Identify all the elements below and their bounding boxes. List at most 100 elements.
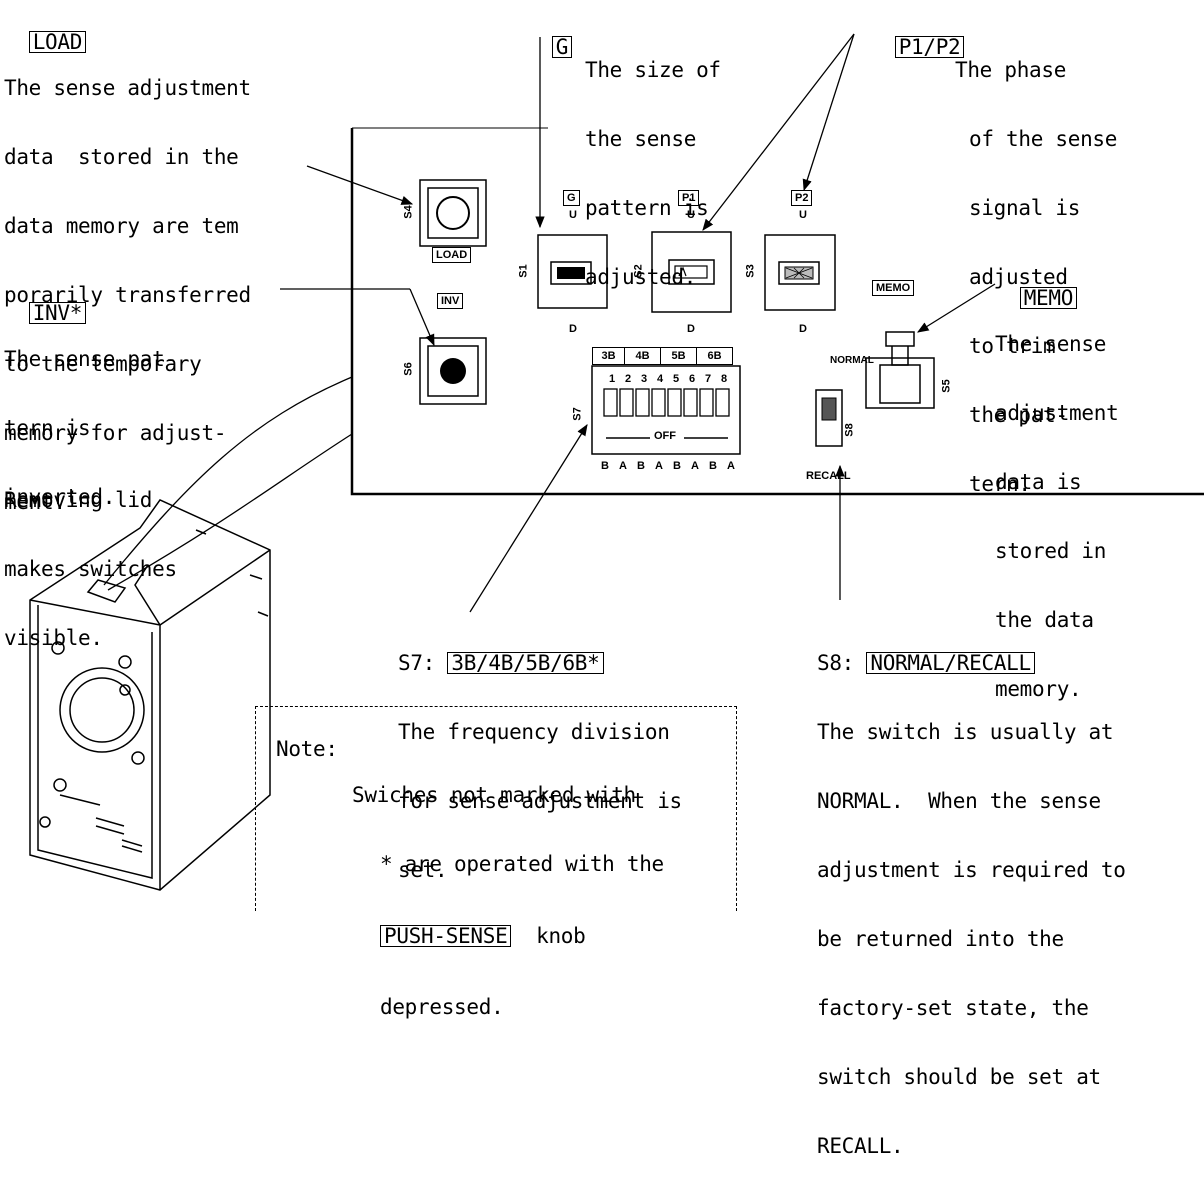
s8-heading: S8: NORMAL/RECALL xyxy=(817,652,1126,675)
callout-line: memory for adjust- xyxy=(4,421,227,445)
s7-prefix: S7: xyxy=(398,651,436,675)
callout-line: inverted. xyxy=(4,485,116,509)
normal-label: NORMAL xyxy=(830,355,874,366)
note-line: depressed. xyxy=(380,995,504,1019)
callout-line: pattern is xyxy=(585,196,709,220)
callout-line: factory-set state, the xyxy=(817,996,1089,1020)
recall-label: RECALL xyxy=(806,470,851,482)
s1-label: S1 xyxy=(517,264,530,278)
callout-line: makes switches xyxy=(4,557,177,581)
callout-line: set. xyxy=(398,858,448,882)
dip-ab-row: B A B A B A B A xyxy=(596,460,740,472)
dip-number: 6 xyxy=(688,373,696,385)
g-panel-tag: G xyxy=(563,190,580,206)
s7-heading: S7: 3B/4B/5B/6B* xyxy=(398,652,682,675)
dip-group-header: 3B 4B 5B 6B xyxy=(592,347,733,365)
callout-line: data stored in the xyxy=(4,145,239,169)
g-tag-wrap: G xyxy=(527,13,573,59)
callout-line: The size of xyxy=(585,58,721,82)
dip-ab-label: A xyxy=(727,460,735,472)
inv-tag: INV* xyxy=(28,302,87,324)
s5-label: S5 xyxy=(940,379,953,393)
s4-label: S4 xyxy=(402,205,415,219)
s7-dip-switch xyxy=(591,365,741,455)
s6-invert-button xyxy=(419,337,487,405)
dip-number: 2 xyxy=(624,373,632,385)
dip-number: 1 xyxy=(608,373,616,385)
dip-ab-label: B xyxy=(673,460,681,472)
s5-memo-switch xyxy=(865,331,935,409)
dip-number: 8 xyxy=(720,373,728,385)
dip-number-row: 1 2 3 4 5 6 7 8 xyxy=(604,373,732,385)
memo-callout: MEMO The sense adjustment data is stored… xyxy=(995,264,1119,724)
dip-off-label: OFF xyxy=(654,430,676,442)
callout-line: stored in xyxy=(995,539,1107,563)
s6-label: S6 xyxy=(402,362,415,376)
callout-line: NORMAL. When the sense xyxy=(817,789,1101,813)
s1-down-label: D xyxy=(569,323,577,335)
dip-ab-label: B xyxy=(709,460,717,472)
dip-ab-label: A xyxy=(619,460,627,472)
callout-line: signal is xyxy=(969,196,1081,220)
callout-line: the data xyxy=(995,608,1094,632)
callout-line: Removing lid xyxy=(4,488,153,512)
callout-line: data memory are tem xyxy=(4,214,239,238)
p1p2-tag: P1/P2 xyxy=(894,36,965,58)
s3-down-label: D xyxy=(799,323,807,335)
s3-up-label: U xyxy=(799,209,807,221)
note-text: Swiches not marked with * are operated w… xyxy=(352,738,664,1042)
inv-panel-tag: INV xyxy=(437,293,464,309)
dip-group-label: 6B xyxy=(697,347,733,365)
lid-callout: Removing lid makes switches visible. xyxy=(4,443,177,673)
callout-line: be returned into the xyxy=(817,927,1064,951)
dip-number: 7 xyxy=(704,373,712,385)
callout-line: tern. xyxy=(969,472,1031,496)
callout-line: RECALL. xyxy=(817,1134,904,1158)
callout-line: the pat- xyxy=(969,403,1068,427)
dip-group-label: 5B xyxy=(661,347,697,365)
dip-ab-label: B xyxy=(601,460,609,472)
p1-panel-tag: P1 xyxy=(678,190,700,206)
callout-line: visible. xyxy=(4,626,103,650)
load-callout: LOAD The sense adjustment data stored in… xyxy=(4,8,251,537)
callout-line: adjustment is required to xyxy=(817,858,1126,882)
callout-line: adjustment xyxy=(995,401,1119,425)
note-line: Swiches not marked with xyxy=(352,783,636,807)
s2-down-label: D xyxy=(687,323,695,335)
callout-line: switch should be set at xyxy=(817,1065,1101,1089)
s2-p1-switch xyxy=(651,231,732,313)
memo-panel-tag: MEMO xyxy=(872,280,915,296)
s1-g-switch xyxy=(537,234,608,309)
callout-line: The sense xyxy=(995,332,1107,356)
callout-line: adjusted xyxy=(969,265,1068,289)
dip-group-label: 4B xyxy=(625,347,661,365)
push-sense-tag: PUSH-SENSE xyxy=(380,925,512,947)
s3-p2-switch xyxy=(764,234,836,311)
callout-line: porarily transferred xyxy=(4,283,251,307)
dip-ab-label: A xyxy=(655,460,663,472)
p1p2-tag-wrap: P1/P2 xyxy=(870,13,965,59)
callout-line: tern is xyxy=(4,416,91,440)
s1-up-label: U xyxy=(569,209,577,221)
callout-line: to the temporary xyxy=(4,352,202,376)
camera-illustration xyxy=(29,499,271,891)
inv-callout: INV* The sense pat- tern is inverted. xyxy=(4,279,177,532)
s8-label: S8 xyxy=(843,423,856,437)
dip-ab-label: B xyxy=(637,460,645,472)
load-tag: LOAD xyxy=(28,31,87,53)
s2-up-label: U xyxy=(687,209,695,221)
note-label: Note: xyxy=(276,737,338,761)
note-knob-word: knob xyxy=(536,924,586,948)
s8-callout: S8: NORMAL/RECALL The switch is usually … xyxy=(817,606,1126,1181)
g-tag: G xyxy=(551,36,573,58)
switch-panel-diagram xyxy=(29,33,1204,891)
s8-prefix: S8: xyxy=(817,651,855,675)
s8-normal-recall-switch xyxy=(815,389,843,447)
s7-label: S7 xyxy=(571,407,584,421)
p2-panel-tag: P2 xyxy=(791,190,813,206)
dip-number: 5 xyxy=(672,373,680,385)
dip-ab-label: A xyxy=(691,460,699,472)
callout-line: of the sense xyxy=(969,127,1118,151)
callout-line: The sense adjustment xyxy=(4,76,251,100)
callout-line: The switch is usually at xyxy=(817,720,1114,744)
